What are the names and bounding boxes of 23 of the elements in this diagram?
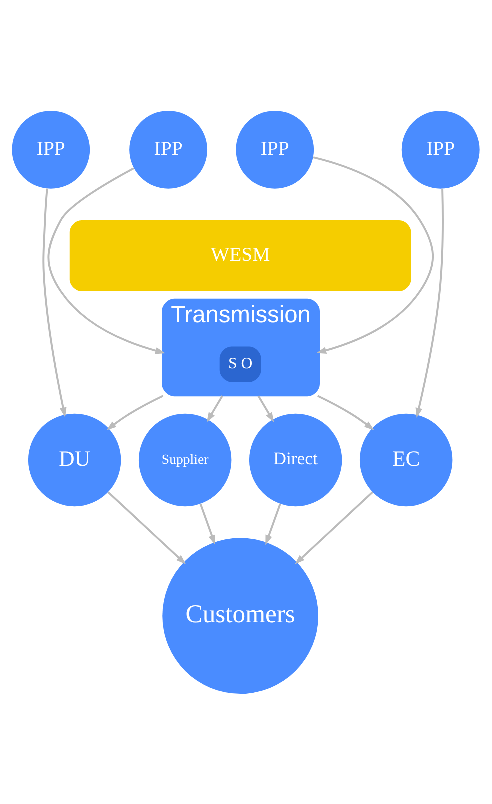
node-circle: DU (28, 413, 122, 506)
node-box: S O (220, 346, 262, 382)
arrow (416, 188, 444, 418)
node-circle: EC (360, 413, 453, 506)
node-circle: IPP (402, 110, 480, 188)
node-box: WESM (70, 220, 412, 291)
arrow (266, 503, 282, 545)
arrow (106, 394, 164, 430)
arrow (318, 394, 374, 430)
node-circle: Supplier (138, 413, 232, 506)
node-circle: Direct (249, 413, 342, 506)
arrow (108, 491, 186, 564)
arrow (313, 156, 434, 354)
node-circle: IPP (12, 110, 90, 188)
arrow (42, 188, 67, 418)
arrow (48, 167, 166, 354)
node-circle: Customers (162, 538, 319, 694)
arrow (206, 395, 224, 422)
node-circle: IPP (236, 110, 314, 188)
arrow (258, 395, 274, 422)
arrow (295, 491, 374, 564)
arrow (200, 503, 216, 545)
node-circle: IPP (130, 110, 208, 188)
